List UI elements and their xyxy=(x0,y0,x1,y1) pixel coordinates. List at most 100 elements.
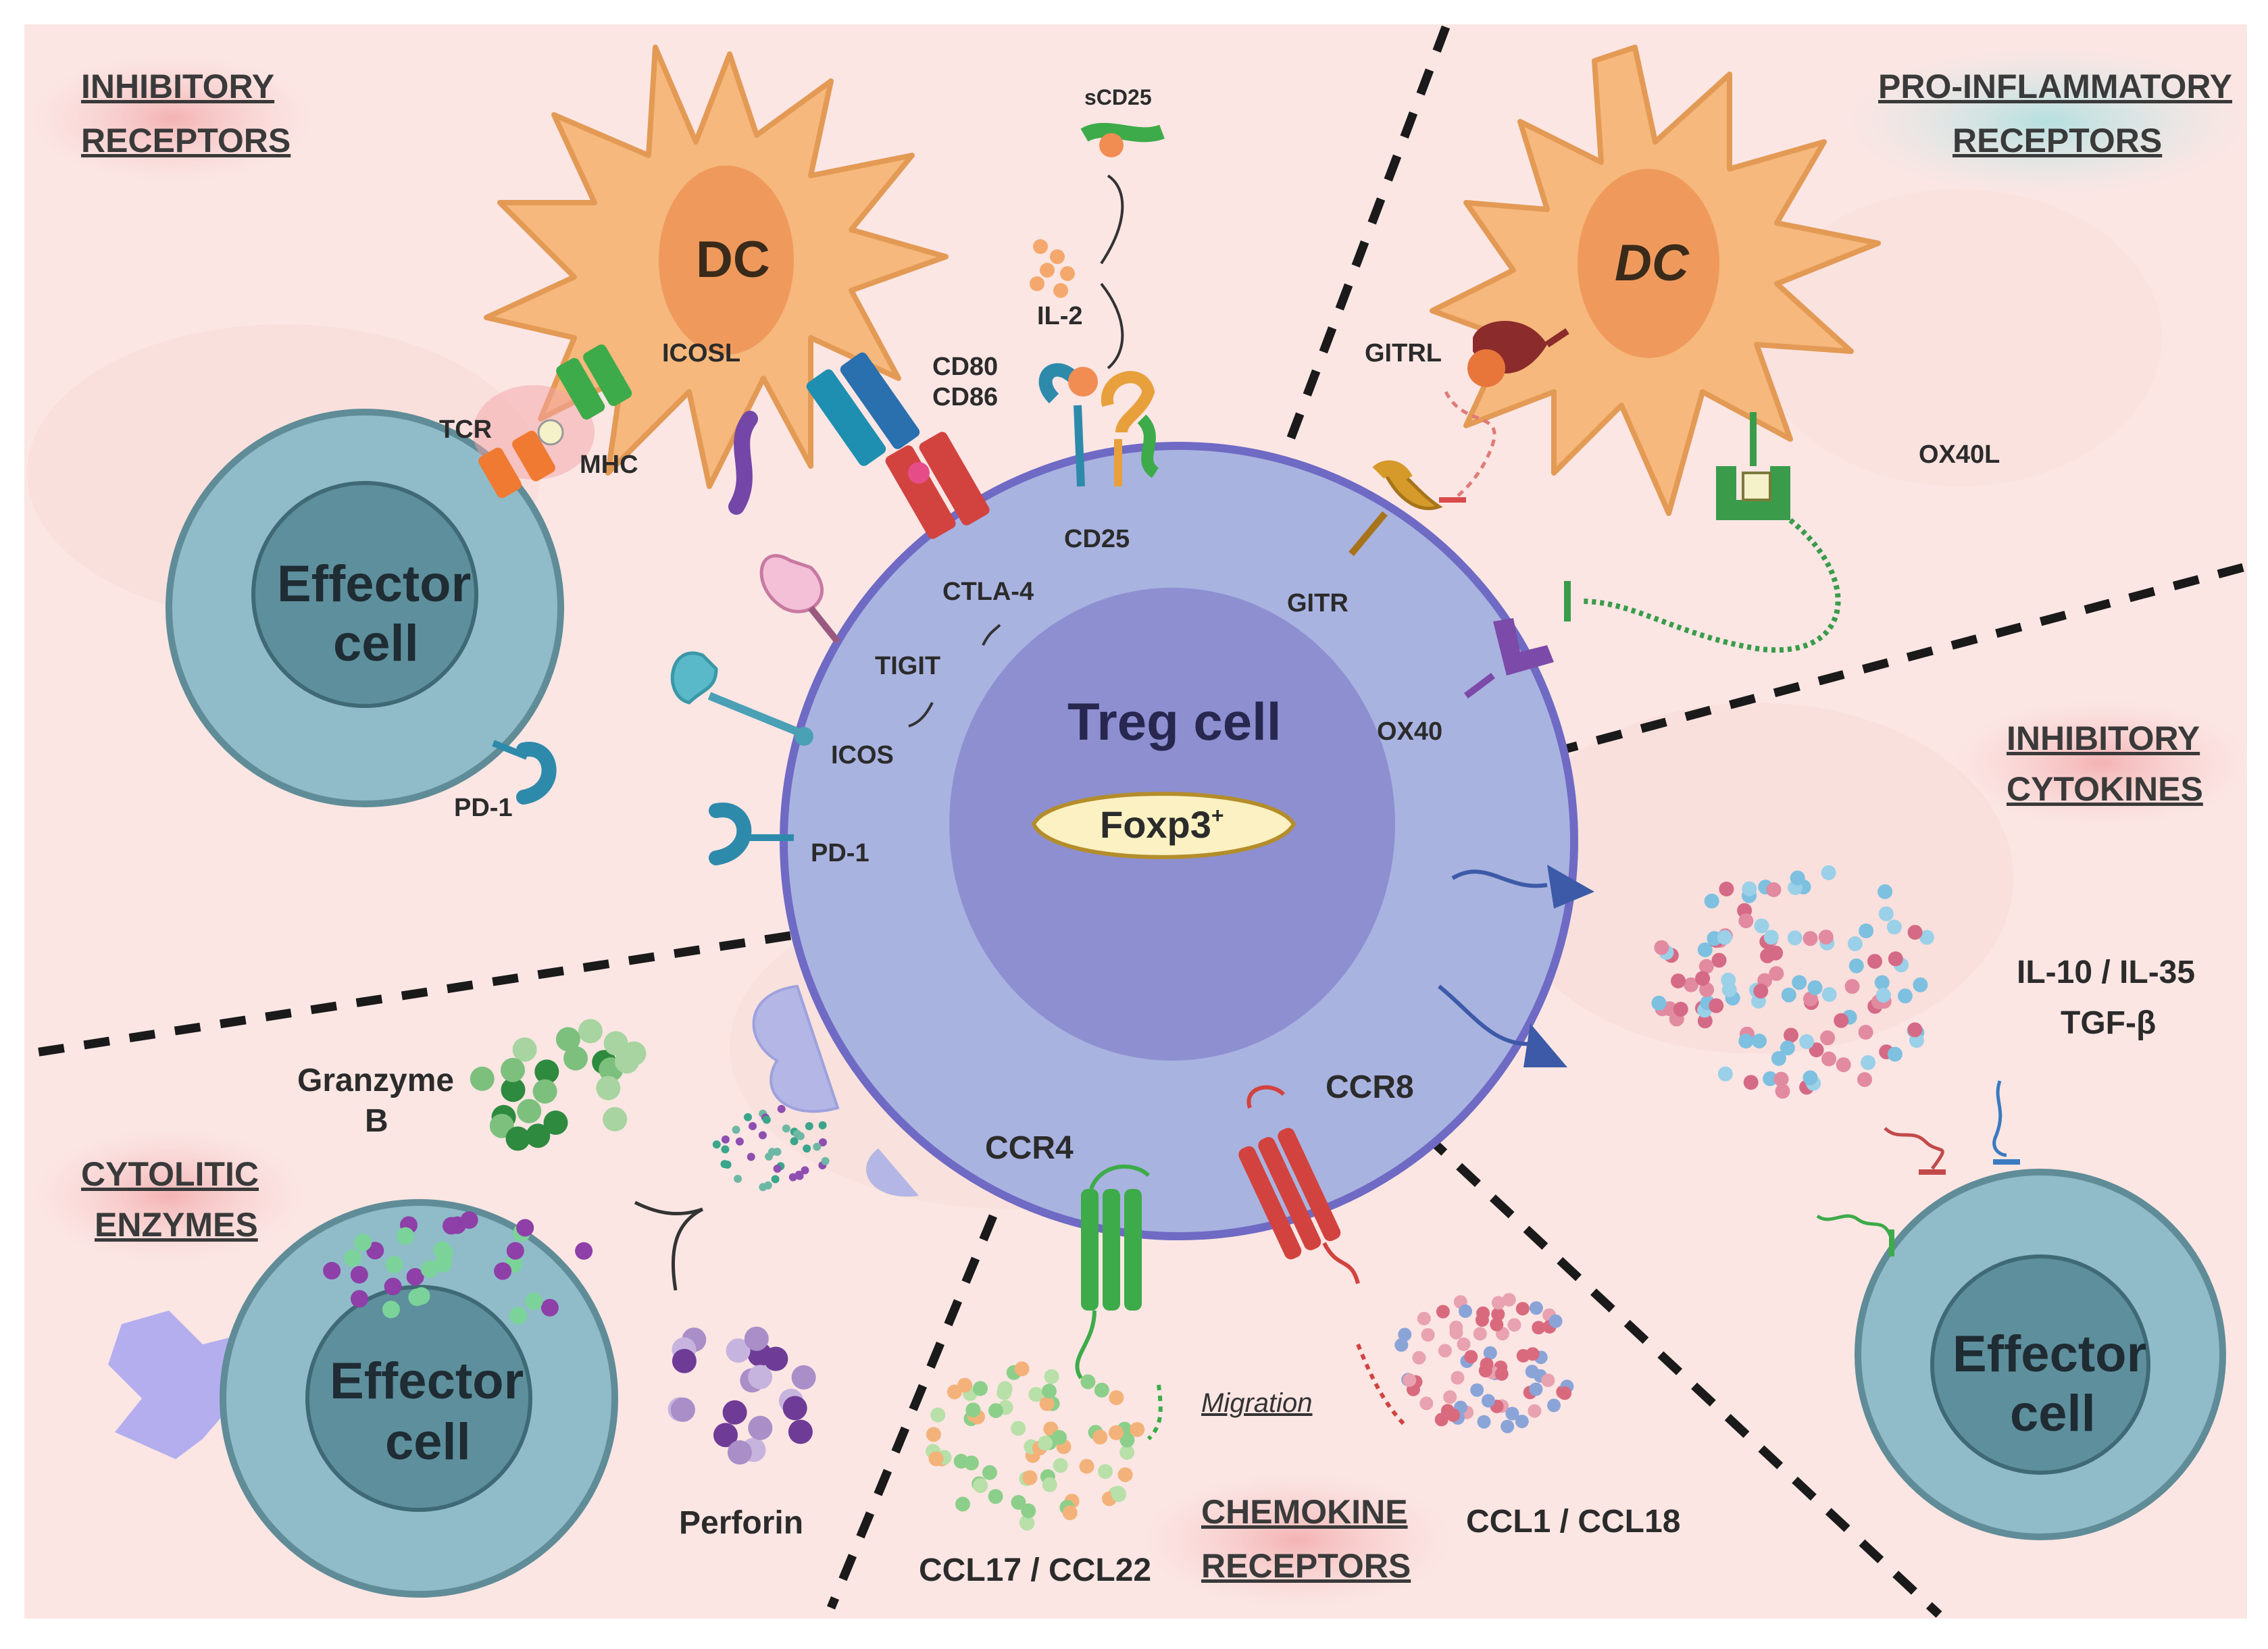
particle xyxy=(1044,1369,1059,1384)
particle xyxy=(501,1077,526,1102)
particle xyxy=(506,1242,524,1260)
particle xyxy=(1014,1361,1030,1377)
arrow-tigit-icos xyxy=(908,702,934,728)
particle xyxy=(448,1216,466,1234)
particle xyxy=(762,1115,771,1124)
lysis-debris xyxy=(108,1311,257,1459)
treg-label: Treg cell xyxy=(1067,692,1282,751)
particle xyxy=(788,1173,797,1182)
particle xyxy=(777,1105,786,1113)
particle xyxy=(988,1403,1003,1419)
pd1-effector-label: PD-1 xyxy=(454,794,513,822)
particle xyxy=(526,1123,551,1148)
particle xyxy=(722,1400,747,1425)
ccr8-receptor xyxy=(1238,1085,1360,1284)
particle xyxy=(713,1423,738,1448)
particle xyxy=(1769,966,1784,982)
particle xyxy=(344,1249,361,1267)
particle xyxy=(803,1144,811,1153)
icos-receptor xyxy=(670,651,813,746)
particle xyxy=(540,1298,559,1317)
particle xyxy=(1792,975,1807,990)
granzyme-label: Granzyme xyxy=(297,1063,454,1098)
particle xyxy=(773,1165,782,1173)
svg-text:cell: cell xyxy=(333,615,419,672)
particle xyxy=(1417,1311,1431,1325)
particle xyxy=(1021,1503,1036,1519)
particle xyxy=(1436,1304,1450,1319)
particle xyxy=(1109,1390,1124,1405)
particle xyxy=(516,1219,534,1237)
cd80-cd86-ctla4-complex xyxy=(806,352,990,539)
ccl1-ccl18-cloud xyxy=(1394,1293,1574,1434)
svg-text:CHEMOKINE: CHEMOKINE xyxy=(1201,1493,1408,1531)
particle xyxy=(501,1057,525,1082)
particle xyxy=(1130,1422,1145,1438)
secreted-granules xyxy=(712,1105,830,1192)
particle xyxy=(670,1397,695,1422)
effector-cell-bottom-left: Effector cell xyxy=(108,1199,618,1598)
particle xyxy=(1698,959,1714,974)
inhibitory-cytokine-cloud xyxy=(1651,865,1934,1099)
particle xyxy=(1480,1357,1494,1371)
particle xyxy=(494,1262,512,1280)
particle xyxy=(1541,1373,1555,1388)
section-pro-inflammatory-receptors: PRO-INFLAMMATORY RECEPTORS xyxy=(1844,47,2250,196)
particle xyxy=(1719,882,1734,896)
mhc-label: MHC xyxy=(580,451,638,479)
particle xyxy=(1419,1396,1434,1411)
particle xyxy=(988,1489,1003,1504)
particle xyxy=(1558,1386,1572,1400)
particle xyxy=(1451,1371,1465,1385)
particle xyxy=(1117,1467,1133,1482)
particle xyxy=(1743,1075,1759,1090)
particle xyxy=(1671,973,1686,989)
perforin-particles xyxy=(667,1326,816,1465)
particle xyxy=(1709,998,1724,1013)
scd25-molecule xyxy=(1080,122,1165,157)
pd1-receptor-treg xyxy=(709,803,794,865)
particle xyxy=(1875,988,1891,1003)
scd25-label: sCD25 xyxy=(1084,85,1152,109)
particle xyxy=(1867,954,1882,969)
particle xyxy=(790,1137,799,1146)
particle xyxy=(1403,1373,1417,1387)
particle xyxy=(1878,906,1894,921)
particle xyxy=(1111,1487,1126,1502)
particle xyxy=(1760,948,1775,963)
particle xyxy=(758,1131,767,1140)
particle xyxy=(734,1175,742,1183)
svg-text:Effector: Effector xyxy=(277,555,471,613)
particle xyxy=(973,1478,988,1494)
particle xyxy=(1528,1404,1542,1418)
particle xyxy=(1438,1344,1452,1358)
particle xyxy=(1697,1013,1713,1029)
particle xyxy=(1738,913,1754,929)
particle xyxy=(1807,980,1823,996)
ccl17-ccl22-label: CCL17 / CCL22 xyxy=(919,1552,1151,1588)
particle xyxy=(771,1175,780,1184)
particle xyxy=(1847,936,1863,951)
particle xyxy=(1473,1327,1487,1341)
dc-label-left: DC xyxy=(696,231,770,288)
cytokine-secretion-arrows xyxy=(1438,865,1594,1067)
particle xyxy=(1887,1046,1902,1062)
particle xyxy=(1766,882,1782,897)
particle xyxy=(517,1098,542,1123)
svg-text:ENZYMES: ENZYMES xyxy=(95,1206,258,1244)
particle xyxy=(1704,893,1719,909)
particle xyxy=(749,1122,757,1130)
particle xyxy=(926,1427,941,1442)
particle xyxy=(796,1132,805,1140)
particle xyxy=(788,1419,813,1444)
particle xyxy=(1443,1390,1457,1404)
particle xyxy=(1821,1051,1836,1067)
particle xyxy=(1803,931,1818,946)
section-inhibitory-cytokines: INHIBITORY CYTOKINES xyxy=(1952,699,2250,828)
particle xyxy=(603,1107,628,1132)
particle xyxy=(603,1031,628,1056)
particle xyxy=(1861,1055,1876,1070)
particle xyxy=(805,1122,813,1130)
particle xyxy=(384,1277,402,1296)
